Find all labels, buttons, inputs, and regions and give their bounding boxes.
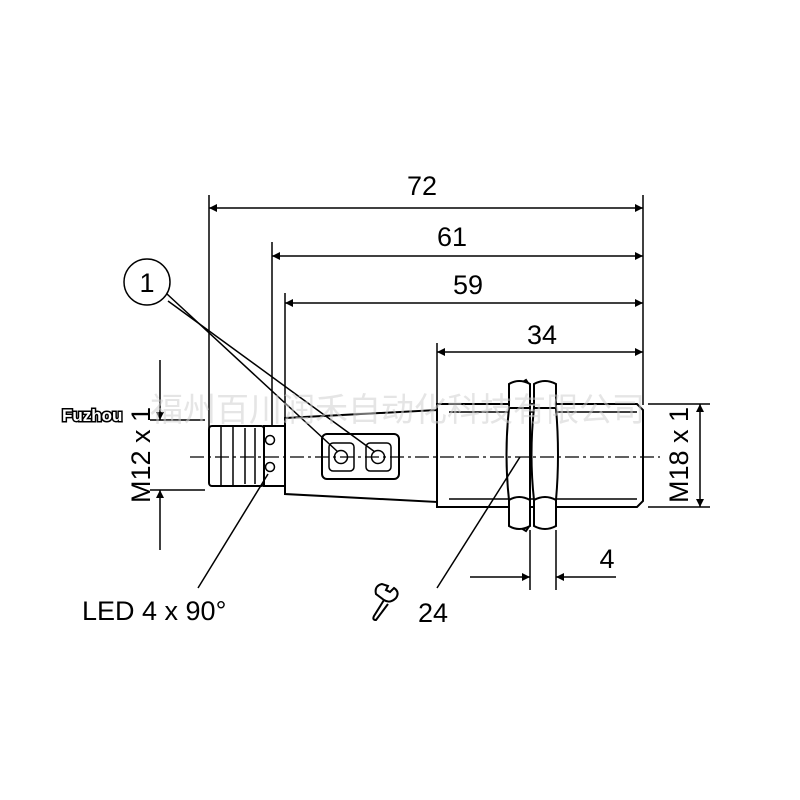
led-hole-icon	[264, 434, 276, 446]
callout-1-label: 1	[139, 268, 154, 298]
led-hole-icon	[264, 461, 276, 473]
callout-1: 1	[123, 258, 376, 453]
watermark-company: 福州百川润禾自动化科技有限公司	[150, 390, 645, 429]
dim-34-label: 34	[527, 320, 557, 350]
led-label: LED 4 x 90°	[82, 596, 226, 626]
led-leader-line	[197, 473, 269, 589]
m18-thread-label: M18 x 1	[664, 407, 694, 503]
dim-61-label: 61	[437, 222, 467, 252]
wrench-leader-line	[436, 456, 521, 589]
dimension-lines	[156, 204, 704, 581]
extension-lines	[150, 195, 710, 590]
wrench-size-label: 24	[418, 598, 448, 628]
dim-59-label: 59	[453, 270, 483, 300]
m12-thread-label: M12 x 1	[126, 407, 156, 503]
hex-nuts	[505, 378, 559, 533]
watermark-brand: Fuzhou	[62, 406, 122, 425]
wrench-icon	[372, 582, 399, 622]
dim-4-label: 4	[599, 544, 614, 574]
dim-72-label: 72	[407, 171, 437, 201]
